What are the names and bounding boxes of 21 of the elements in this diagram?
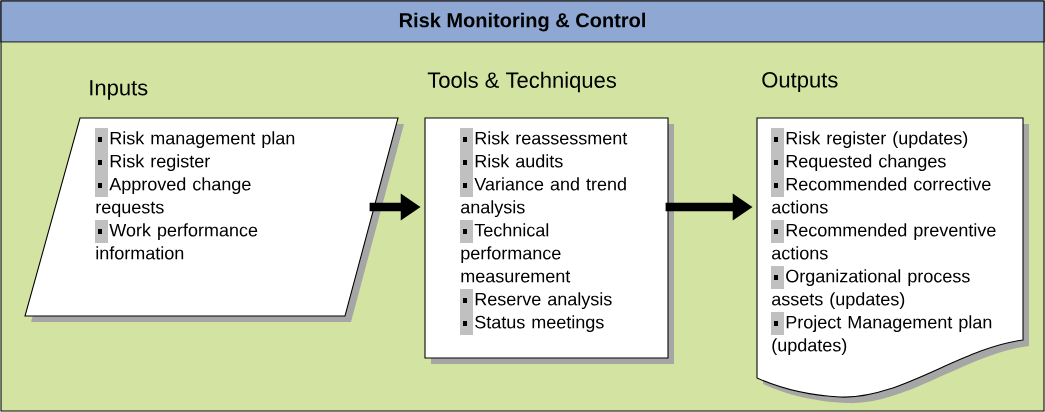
process-box <box>424 117 674 364</box>
list-item: Approved change requests <box>95 174 251 218</box>
list-item: Organizational process assets (updates) <box>771 266 970 310</box>
heading: Inputs <box>90 80 148 100</box>
list-item: Project Management plan (updates) <box>771 312 992 356</box>
list-item: Risk reassessment <box>460 128 628 151</box>
input-parallelogram <box>24 117 404 322</box>
list-item: Status meetings <box>460 312 604 335</box>
list-item: Risk register <box>95 151 210 174</box>
list-item: Work performance information <box>95 220 258 260</box>
list-item: Recommended corrective actions <box>771 174 991 214</box>
heading: Outputs <box>762 72 838 92</box>
list-item: Variance and trend analysis <box>460 174 626 218</box>
list-item: Recommended preventive actions <box>771 220 996 260</box>
list-item: Reserve analysis <box>460 289 612 312</box>
list-item: Requested changes <box>771 151 946 174</box>
heading: Tools & Techniques <box>427 71 616 93</box>
list-item: Risk management plan <box>95 128 295 151</box>
list-item: Risk register (updates) <box>771 128 968 151</box>
list-item: Technical performance measurement <box>460 220 571 283</box>
list-item: Risk audits <box>460 151 563 174</box>
